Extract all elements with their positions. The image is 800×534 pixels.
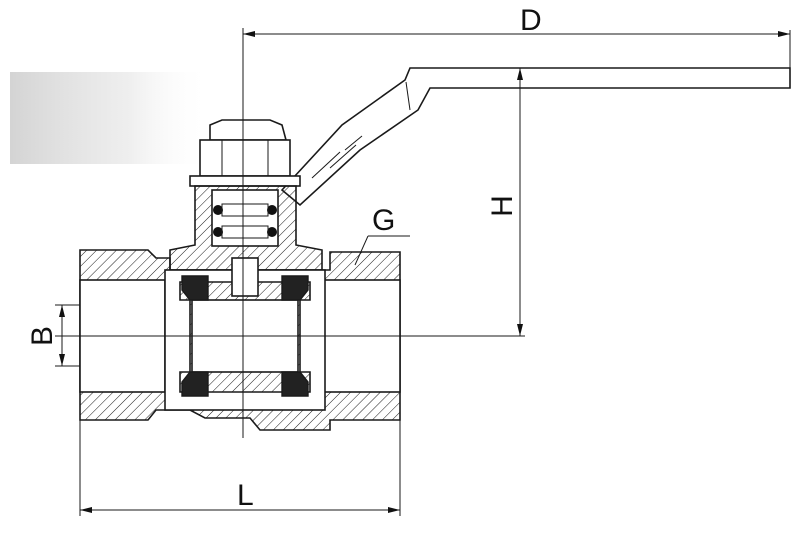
- dimension-H: H: [486, 68, 523, 336]
- dimension-label-H: H: [486, 195, 519, 217]
- valve-body: [79, 249, 401, 431]
- background-shadow: [10, 72, 210, 164]
- dimension-label-D: D: [520, 4, 542, 37]
- dimension-B: B: [26, 304, 80, 367]
- dimension-L: L: [79, 420, 401, 516]
- handle-lever: [280, 67, 791, 207]
- dimension-label-B: B: [26, 326, 59, 346]
- dimension-label-L: L: [237, 479, 254, 512]
- dimension-label-G: G: [372, 204, 395, 237]
- bonnet: [169, 185, 323, 271]
- dimension-D: D: [243, 4, 791, 68]
- label-G: G: [354, 204, 410, 266]
- seats: [181, 275, 309, 397]
- o-rings: [213, 203, 277, 239]
